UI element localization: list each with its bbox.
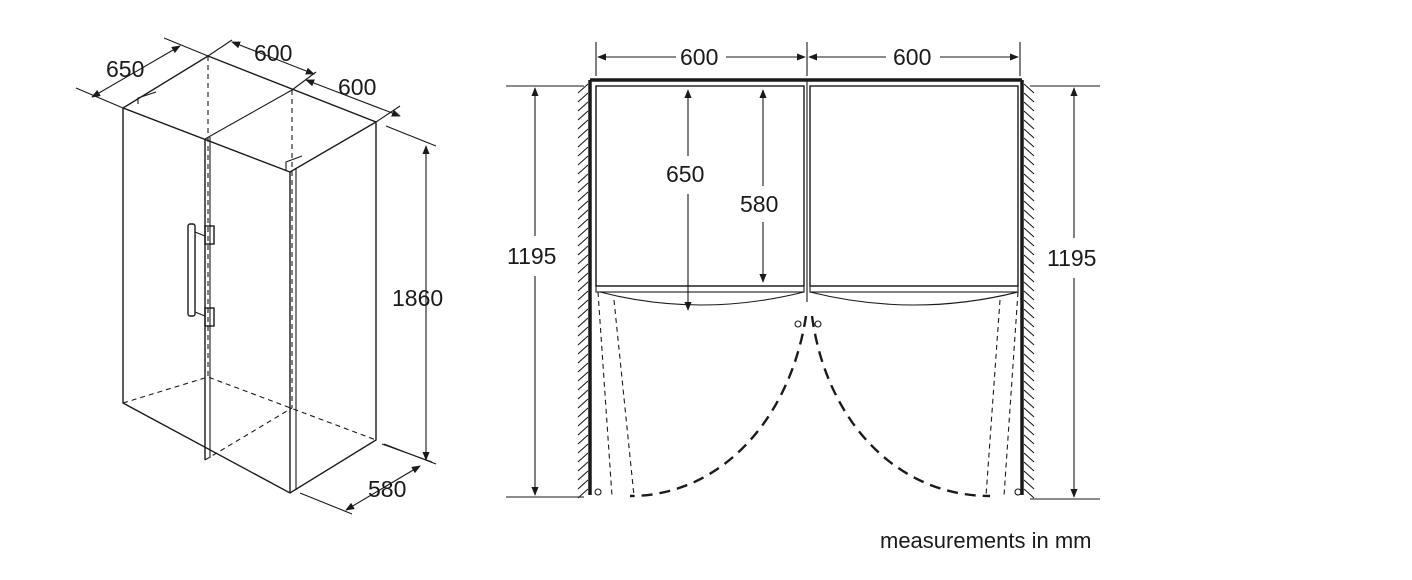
fridge-right-body (809, 85, 1019, 287)
fridge-body-outline (122, 55, 377, 494)
left-door-swing-arc (629, 315, 808, 498)
left-door-open (597, 291, 635, 497)
iso-base-depth-label: 580 (368, 476, 406, 502)
iso-base-depth-dimension (299, 443, 433, 515)
plan-clearance-right-dimension (1030, 85, 1100, 500)
iso-depth-label: 650 (106, 56, 144, 82)
iso-height-label: 1860 (392, 285, 443, 311)
isometric-fridge: 650 600 600 1860 580 (75, 37, 443, 515)
hinge-center-left (794, 320, 802, 328)
hidden-bottom-edges (122, 376, 377, 441)
iso-depth-dimension (75, 37, 209, 109)
right-wall-hatching (1023, 83, 1035, 499)
top-split-line (204, 89, 293, 140)
plan-depth-door-open-label: 650 (666, 161, 704, 187)
measurements-note: measurements in mm (880, 528, 1092, 553)
hinge-right (1014, 488, 1022, 496)
fridge-top-front-edge (122, 107, 377, 173)
top-hinge-right (285, 155, 303, 170)
hidden-bottom-split (204, 407, 293, 461)
plan-width-right-label: 600 (893, 44, 931, 70)
right-door-open (985, 291, 1019, 497)
left-door-closed (595, 285, 805, 306)
plan-depth-body-label: 580 (740, 191, 778, 217)
hinge-left (594, 488, 602, 496)
door-handle (187, 223, 215, 327)
plan-clearance-right-label: 1195 (1047, 245, 1096, 271)
plan-depth-dimensions (684, 89, 767, 311)
plan-width-dimensions (595, 42, 1021, 76)
iso-width-left-label: 600 (254, 40, 292, 66)
iso-width-left-dimension (207, 39, 317, 91)
plan-width-left-label: 600 (680, 44, 718, 70)
right-door-closed (809, 285, 1019, 306)
plan-clearance-left-label: 1195 (507, 243, 556, 269)
plan-clearance-left-dimension (506, 85, 584, 498)
plan-view: 600 600 650 580 1195 1195 (506, 42, 1100, 500)
iso-width-right-dimension (305, 79, 401, 123)
iso-width-right-label: 600 (338, 74, 376, 100)
hinge-center-right (814, 320, 822, 328)
left-wall-hatching (577, 83, 589, 499)
right-door-swing-arc (810, 315, 991, 498)
